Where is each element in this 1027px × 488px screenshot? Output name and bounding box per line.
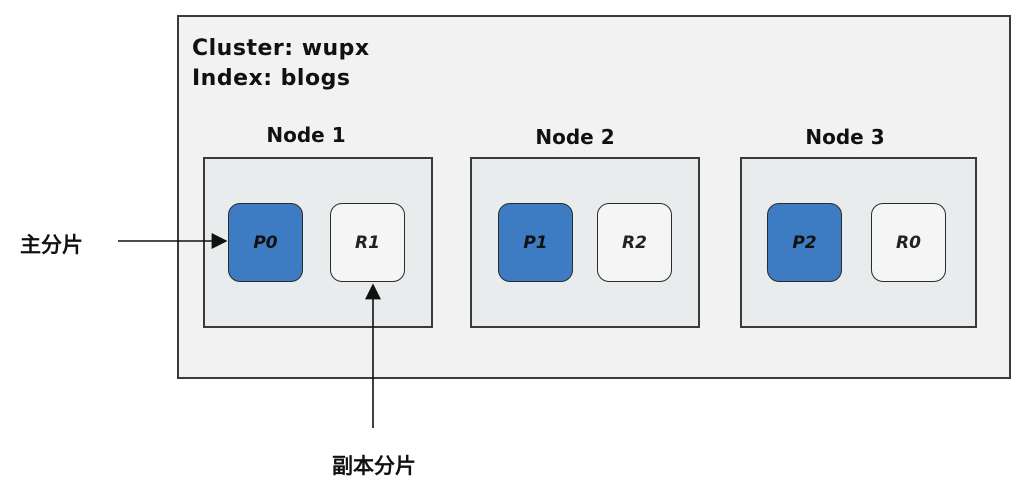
node-3-title: Node 3: [805, 125, 885, 149]
shard-r1: R1: [330, 203, 405, 282]
replica-shard-callout: 副本分片: [332, 454, 416, 478]
shard-p1: P1: [498, 203, 573, 282]
node-1-title: Node 1: [266, 123, 346, 147]
primary-shard-callout: 主分片: [20, 233, 83, 257]
shard-r2: R2: [597, 203, 672, 282]
shard-p2: P2: [767, 203, 842, 282]
node-2-title: Node 2: [535, 125, 615, 149]
cluster-name-label: Cluster: wupx: [192, 36, 370, 61]
index-name-label: Index: blogs: [192, 66, 351, 91]
shard-p0: P0: [228, 203, 303, 282]
shard-r0: R0: [871, 203, 946, 282]
